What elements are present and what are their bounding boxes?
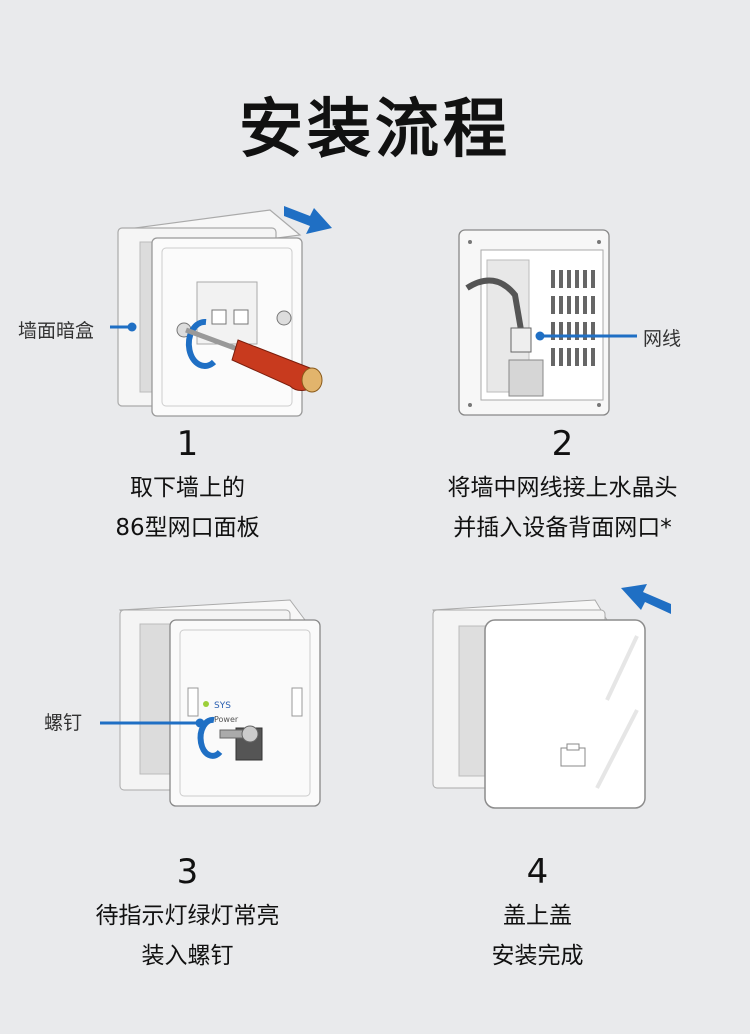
callout-network-cable: 网线 xyxy=(643,328,682,350)
callout-screw: 螺钉 xyxy=(44,712,83,734)
step-3-caption: 3 待指示灯绿灯常亮 装入螺钉 xyxy=(0,852,375,976)
step-text: 待指示灯绿灯常亮 xyxy=(95,903,280,929)
step-number: 1 xyxy=(176,424,199,464)
screw-icon xyxy=(219,725,259,743)
step-2-caption: 2 将墙中网线接上水晶头 并插入设备背面网口* xyxy=(375,424,750,548)
ethernet-port-icon xyxy=(560,743,586,767)
page-title: 安装流程 xyxy=(239,93,511,167)
step-number: 4 xyxy=(526,852,549,892)
cover-plate xyxy=(484,619,646,809)
step-text: 装入螺钉 xyxy=(141,943,234,969)
device-back: SYS Power xyxy=(169,619,321,807)
step-1-caption: 1 取下墙上的 86型网口面板 xyxy=(0,424,375,548)
step-text: 86型网口面板 xyxy=(115,515,260,541)
step-text: 盖上盖 xyxy=(503,903,572,929)
step4-illustration xyxy=(432,584,671,809)
screwdriver-icon xyxy=(185,327,323,393)
step-text: 安装完成 xyxy=(491,943,584,969)
step-text: 将墙中网线接上水晶头 xyxy=(447,475,678,501)
step2-illustration xyxy=(458,229,637,416)
sys-label: SYS xyxy=(214,701,231,711)
rotate-arrow-icon xyxy=(197,716,223,759)
power-label: Power xyxy=(214,715,239,724)
step-text: 取下墙上的 xyxy=(130,475,245,501)
rotate-arrow-icon xyxy=(185,318,217,369)
step3-illustration: SYS Power xyxy=(100,599,321,807)
face-plate xyxy=(151,237,303,417)
step-number: 2 xyxy=(551,424,574,464)
step1-illustration xyxy=(110,206,332,417)
callout-wall-box: 墙面暗盒 xyxy=(18,320,95,342)
step-4-caption: 4 盖上盖 安装完成 xyxy=(350,852,725,976)
push-arrow-icon xyxy=(621,584,671,614)
step-text: 并插入设备背面网口* xyxy=(453,515,672,541)
step-number: 3 xyxy=(176,852,199,892)
network-cable xyxy=(465,277,524,331)
push-arrow-icon xyxy=(284,206,332,234)
